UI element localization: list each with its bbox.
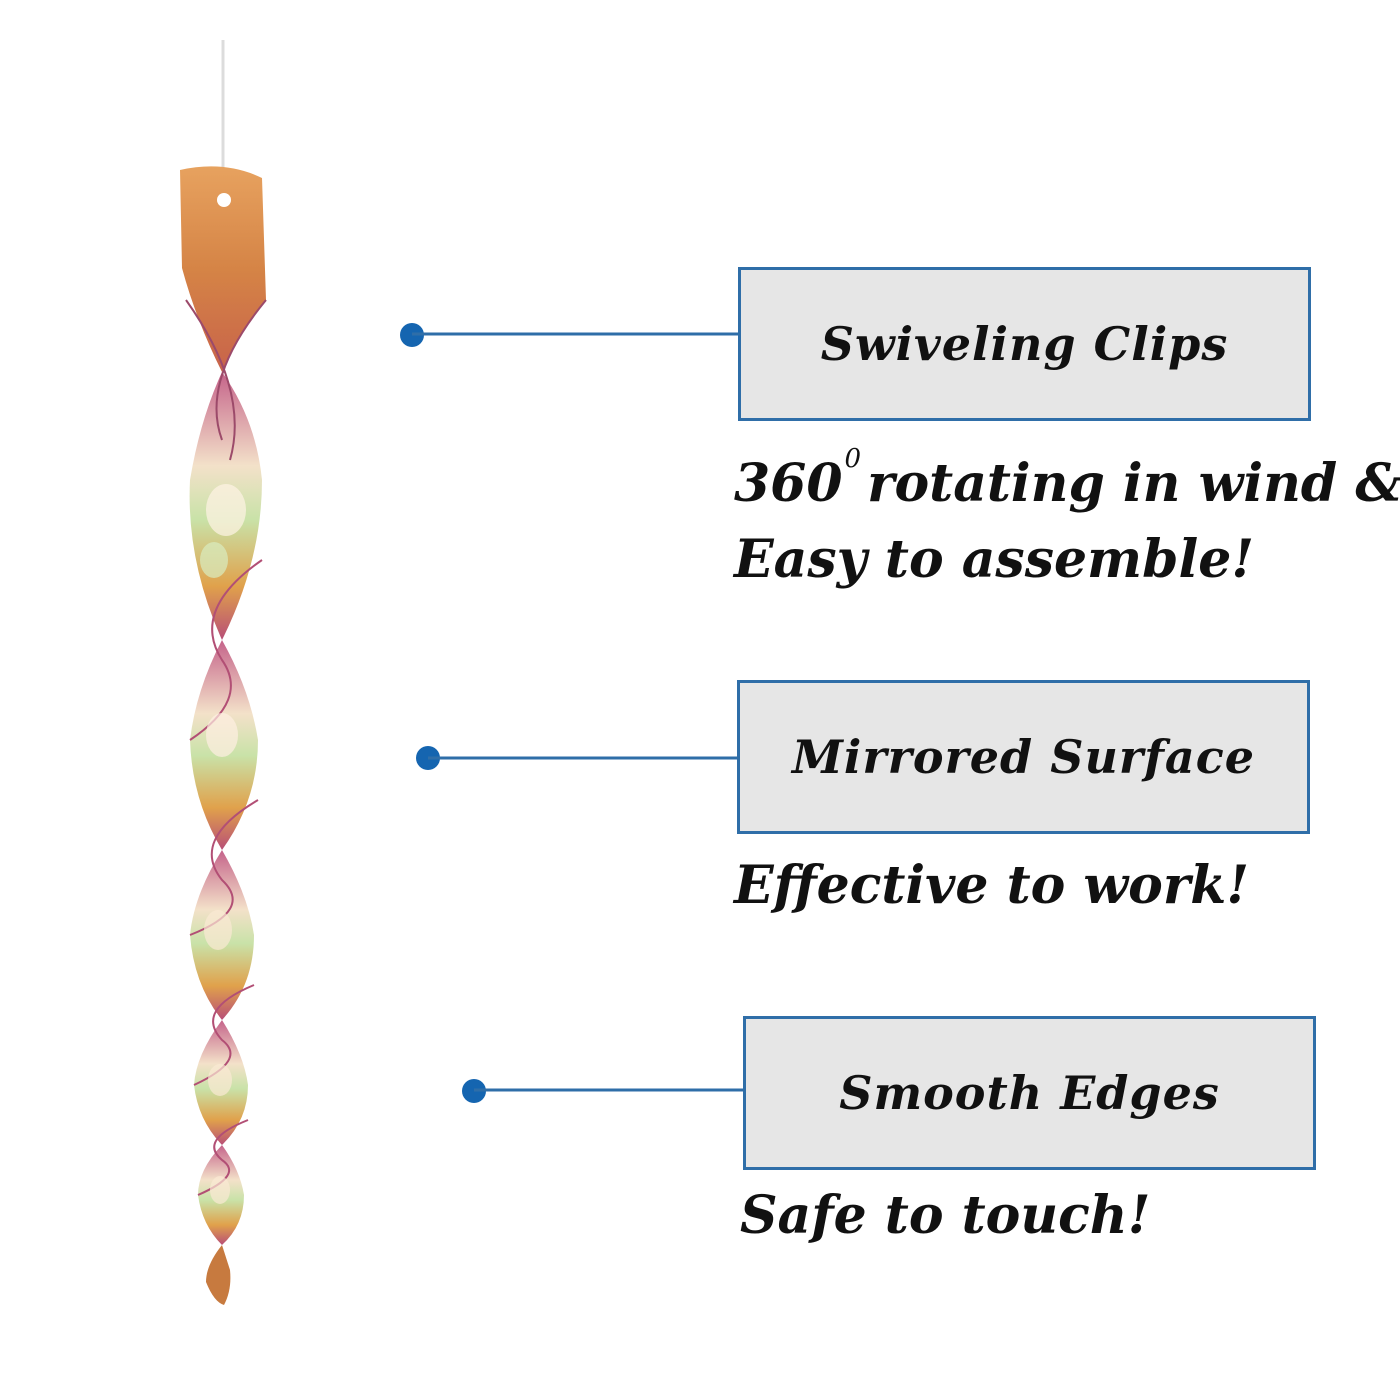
degree-symbol: 0 [844, 444, 862, 474]
callout-connector-1 [400, 323, 740, 347]
feature-box-swiveling-clips: Swiveling Clips [738, 267, 1311, 421]
feature-title: Swiveling Clips [820, 317, 1229, 371]
feature-title: Smooth Edges [839, 1066, 1220, 1120]
feature-description-line: Effective to work! [734, 855, 1250, 916]
rotation-value: 360 [734, 453, 843, 514]
callout-connector-2 [416, 746, 740, 770]
feature-description-smooth-edges: Safe to touch! [740, 1178, 1150, 1254]
spiral-reflector-icon [180, 166, 267, 1305]
callout-connector-3 [462, 1079, 746, 1103]
feature-title: Mirrored Surface [792, 730, 1255, 784]
feature-description-line: Safe to touch! [740, 1185, 1151, 1246]
rotation-text: rotating in wind & [867, 453, 1400, 514]
feature-description-line: Easy to assemble! [734, 529, 1255, 590]
feature-box-mirrored-surface: Mirrored Surface [737, 680, 1310, 834]
feature-description-mirrored-surface: Effective to work! [734, 848, 1249, 924]
feature-box-smooth-edges: Smooth Edges [743, 1016, 1316, 1170]
